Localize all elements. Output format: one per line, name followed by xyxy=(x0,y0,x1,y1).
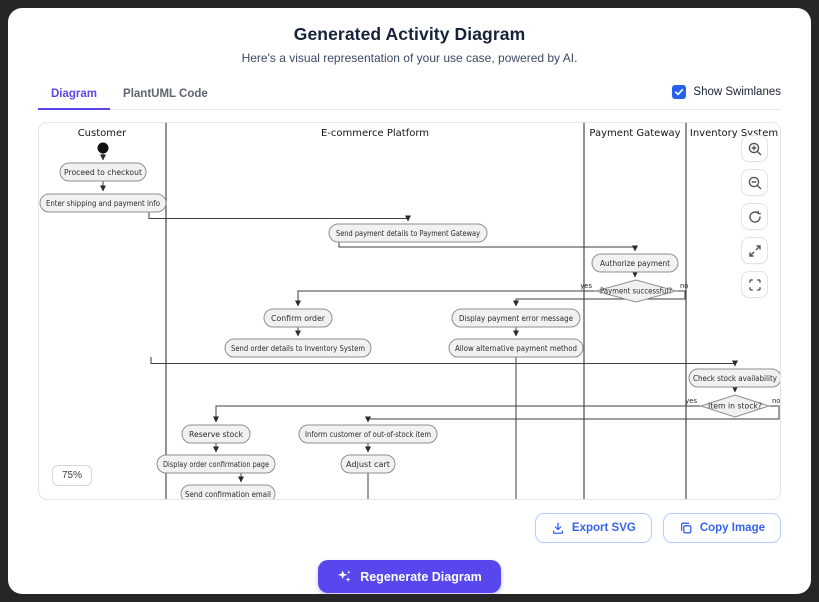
node-display-payment-error: Display payment error message xyxy=(451,308,581,328)
branch-label-no: no xyxy=(772,397,780,405)
node-reserve-stock: Reserve stock xyxy=(181,424,251,444)
node-send-order-details: Send order details to Inventory System xyxy=(224,338,372,358)
copy-image-button[interactable]: Copy Image xyxy=(662,513,781,543)
svg-text:Allow alternative payment meth: Allow alternative payment method xyxy=(455,344,577,353)
export-actions: Export SVG Copy Image xyxy=(38,513,781,543)
lane-title-payment-gateway: Payment Gateway xyxy=(589,128,680,139)
show-swimlanes-checkbox[interactable] xyxy=(672,85,687,99)
zoom-out-button[interactable] xyxy=(741,169,768,196)
decision-payment-successful: Payment successful? xyxy=(594,279,678,303)
zoom-level-badge: 75% xyxy=(52,465,93,486)
tab-bar: Diagram PlantUML Code Show Swimlanes xyxy=(38,81,781,110)
node-inform-out-of-stock: Inform customer of out-of-stock item xyxy=(298,424,438,444)
branch-label-yes: yes xyxy=(580,282,592,290)
activity-diagram: Customer E-commerce Platform Payment Gat… xyxy=(39,123,780,499)
edge-no xyxy=(513,290,686,307)
node-adjust-cart: Adjust cart xyxy=(340,454,396,474)
copy-icon xyxy=(680,522,692,534)
svg-text:Item in stock?: Item in stock? xyxy=(708,402,762,411)
node-send-confirmation-email: Send confirmation email xyxy=(180,484,276,499)
lane-title-ecommerce: E-commerce Platform xyxy=(321,128,429,139)
svg-text:Send confirmation email: Send confirmation email xyxy=(185,490,271,499)
decision-item-in-stock: Item in stock? xyxy=(699,394,771,418)
svg-text:Display order confirmation pag: Display order confirmation page xyxy=(163,460,269,469)
svg-text:Check stock availability: Check stock availability xyxy=(693,374,777,383)
node-check-stock: Check stock availability xyxy=(688,368,780,388)
svg-text:Proceed to checkout: Proceed to checkout xyxy=(64,168,142,177)
export-svg-label: Export SVG xyxy=(571,522,636,534)
edge-yes xyxy=(213,405,701,423)
fullscreen-expand-button[interactable] xyxy=(741,237,768,264)
edge-no xyxy=(365,405,780,423)
regenerate-diagram-label: Regenerate Diagram xyxy=(360,569,482,584)
svg-text:Send payment details to Paymen: Send payment details to Payment Gateway xyxy=(336,229,480,238)
export-svg-button[interactable]: Export SVG xyxy=(534,513,652,543)
fit-frame-icon xyxy=(748,278,761,291)
regenerate-diagram-button[interactable]: Regenerate Diagram xyxy=(318,560,501,593)
show-swimlanes-label: Show Swimlanes xyxy=(693,86,781,98)
edge xyxy=(150,357,738,367)
svg-text:Adjust cart: Adjust cart xyxy=(346,460,390,469)
page-title: Generated Activity Diagram xyxy=(293,24,526,44)
node-enter-shipping-info: Enter shipping and payment info xyxy=(39,193,167,213)
svg-text:Enter shipping and payment inf: Enter shipping and payment info xyxy=(46,199,160,208)
start-node xyxy=(97,142,109,154)
node-authorize-payment: Authorize payment xyxy=(591,253,679,273)
node-proceed-to-checkout: Proceed to checkout xyxy=(59,162,147,182)
node-allow-alternative-payment: Allow alternative payment method xyxy=(448,338,584,358)
edge xyxy=(338,242,638,252)
zoom-in-icon xyxy=(748,142,761,155)
fit-view-button[interactable] xyxy=(741,271,768,298)
svg-text:Confirm order: Confirm order xyxy=(271,314,326,323)
node-send-payment-details: Send payment details to Payment Gateway xyxy=(328,223,488,243)
diagram-viewport[interactable]: Customer E-commerce Platform Payment Gat… xyxy=(38,122,781,500)
svg-text:Payment successful?: Payment successful? xyxy=(600,287,672,296)
check-icon xyxy=(675,88,684,96)
zoom-in-button[interactable] xyxy=(741,135,768,162)
tab-diagram[interactable]: Diagram xyxy=(38,81,111,110)
lane-title-inventory: Inventory System xyxy=(690,128,778,139)
tab-plantuml-code[interactable]: PlantUML Code xyxy=(110,81,221,109)
rotate-reset-icon xyxy=(748,210,761,223)
lane-title-customer: Customer xyxy=(78,128,127,139)
node-confirm-order: Confirm order xyxy=(263,308,333,328)
zoom-controls xyxy=(741,135,768,298)
svg-text:Authorize payment: Authorize payment xyxy=(600,259,670,268)
edge-yes xyxy=(295,290,596,307)
svg-text:Inform customer of out-of-stoc: Inform customer of out-of-stock item xyxy=(305,430,431,439)
branch-label-yes: yes xyxy=(685,397,697,405)
page-subtitle: Here's a visual representation of your u… xyxy=(241,51,578,65)
node-display-order-confirmation: Display order confirmation page xyxy=(156,454,276,474)
branch-label-no: no xyxy=(680,282,688,290)
edge xyxy=(148,212,411,222)
expand-icon xyxy=(748,244,761,257)
zoom-out-icon xyxy=(748,176,761,189)
copy-image-label: Copy Image xyxy=(699,522,765,534)
header: Generated Activity Diagram Here's a visu… xyxy=(38,24,781,65)
sparkles-icon xyxy=(338,570,351,582)
show-swimlanes-toggle[interactable]: Show Swimlanes xyxy=(672,85,781,105)
svg-text:Display payment error message: Display payment error message xyxy=(459,314,573,323)
main-card: Generated Activity Diagram Here's a visu… xyxy=(8,8,811,594)
svg-text:Reserve stock: Reserve stock xyxy=(189,430,243,439)
regenerate-row: Regenerate Diagram xyxy=(38,560,781,593)
svg-text:Send order details to Inventor: Send order details to Inventory System xyxy=(231,344,365,353)
download-icon xyxy=(552,522,563,534)
zoom-reset-button[interactable] xyxy=(741,203,768,230)
